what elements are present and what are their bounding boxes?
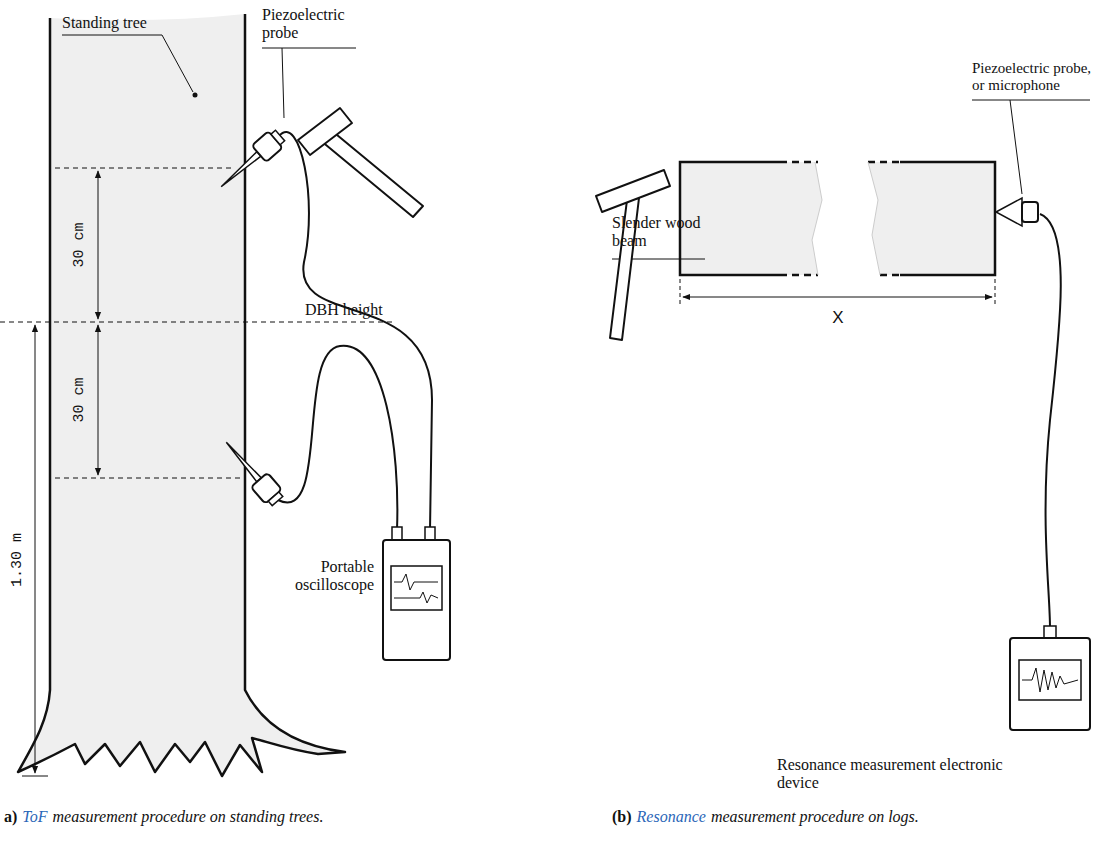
caption-text: (b) <box>612 808 632 826</box>
hammer <box>298 108 423 217</box>
probe-cable <box>1040 214 1061 628</box>
piezo-probe <box>214 127 287 195</box>
leader-lines <box>62 35 356 118</box>
probe-cable <box>278 346 397 530</box>
dimension-text: 30 cm <box>71 222 88 267</box>
resonance-device <box>1010 626 1090 730</box>
dimension-lines <box>22 171 98 776</box>
wood-beam-fill <box>868 162 995 275</box>
hammer <box>596 170 670 340</box>
dimension-text: 1.30 m <box>9 533 26 587</box>
piezo-probe <box>996 198 1038 226</box>
label-text: Portable oscilloscope <box>272 558 374 595</box>
piezo-probe <box>218 435 286 508</box>
leader-dot <box>193 93 198 98</box>
dimension-text: X <box>832 308 843 328</box>
portable-oscilloscope <box>383 527 450 660</box>
tree-outline <box>18 14 345 776</box>
label-text: Standing tree <box>62 14 182 32</box>
label-text: Resonance measurement electronic device <box>777 756 1005 793</box>
dimension-text: 30 cm <box>71 377 88 422</box>
tree-fill <box>18 14 345 776</box>
caption-text: ToF <box>22 808 47 826</box>
label-text: Piezoelectric probe, or microphone <box>972 60 1104 95</box>
level-lines <box>0 168 392 478</box>
caption-text: measurement procedure on logs. <box>711 808 919 826</box>
wood-beam-fill <box>680 162 822 275</box>
probe-cable <box>279 132 432 530</box>
dimension-lines <box>680 279 995 306</box>
leader-lines <box>612 100 1090 259</box>
label-text: DBH height <box>305 301 405 319</box>
label-text: Slender wood beam <box>612 214 702 251</box>
caption-text: measurement procedure on standing trees. <box>53 808 324 826</box>
label-text: Piezoelectric probe <box>262 6 362 43</box>
caption-text: a) <box>4 808 17 826</box>
caption-text: Resonance <box>637 808 706 826</box>
wood-beam-outline <box>680 162 995 275</box>
